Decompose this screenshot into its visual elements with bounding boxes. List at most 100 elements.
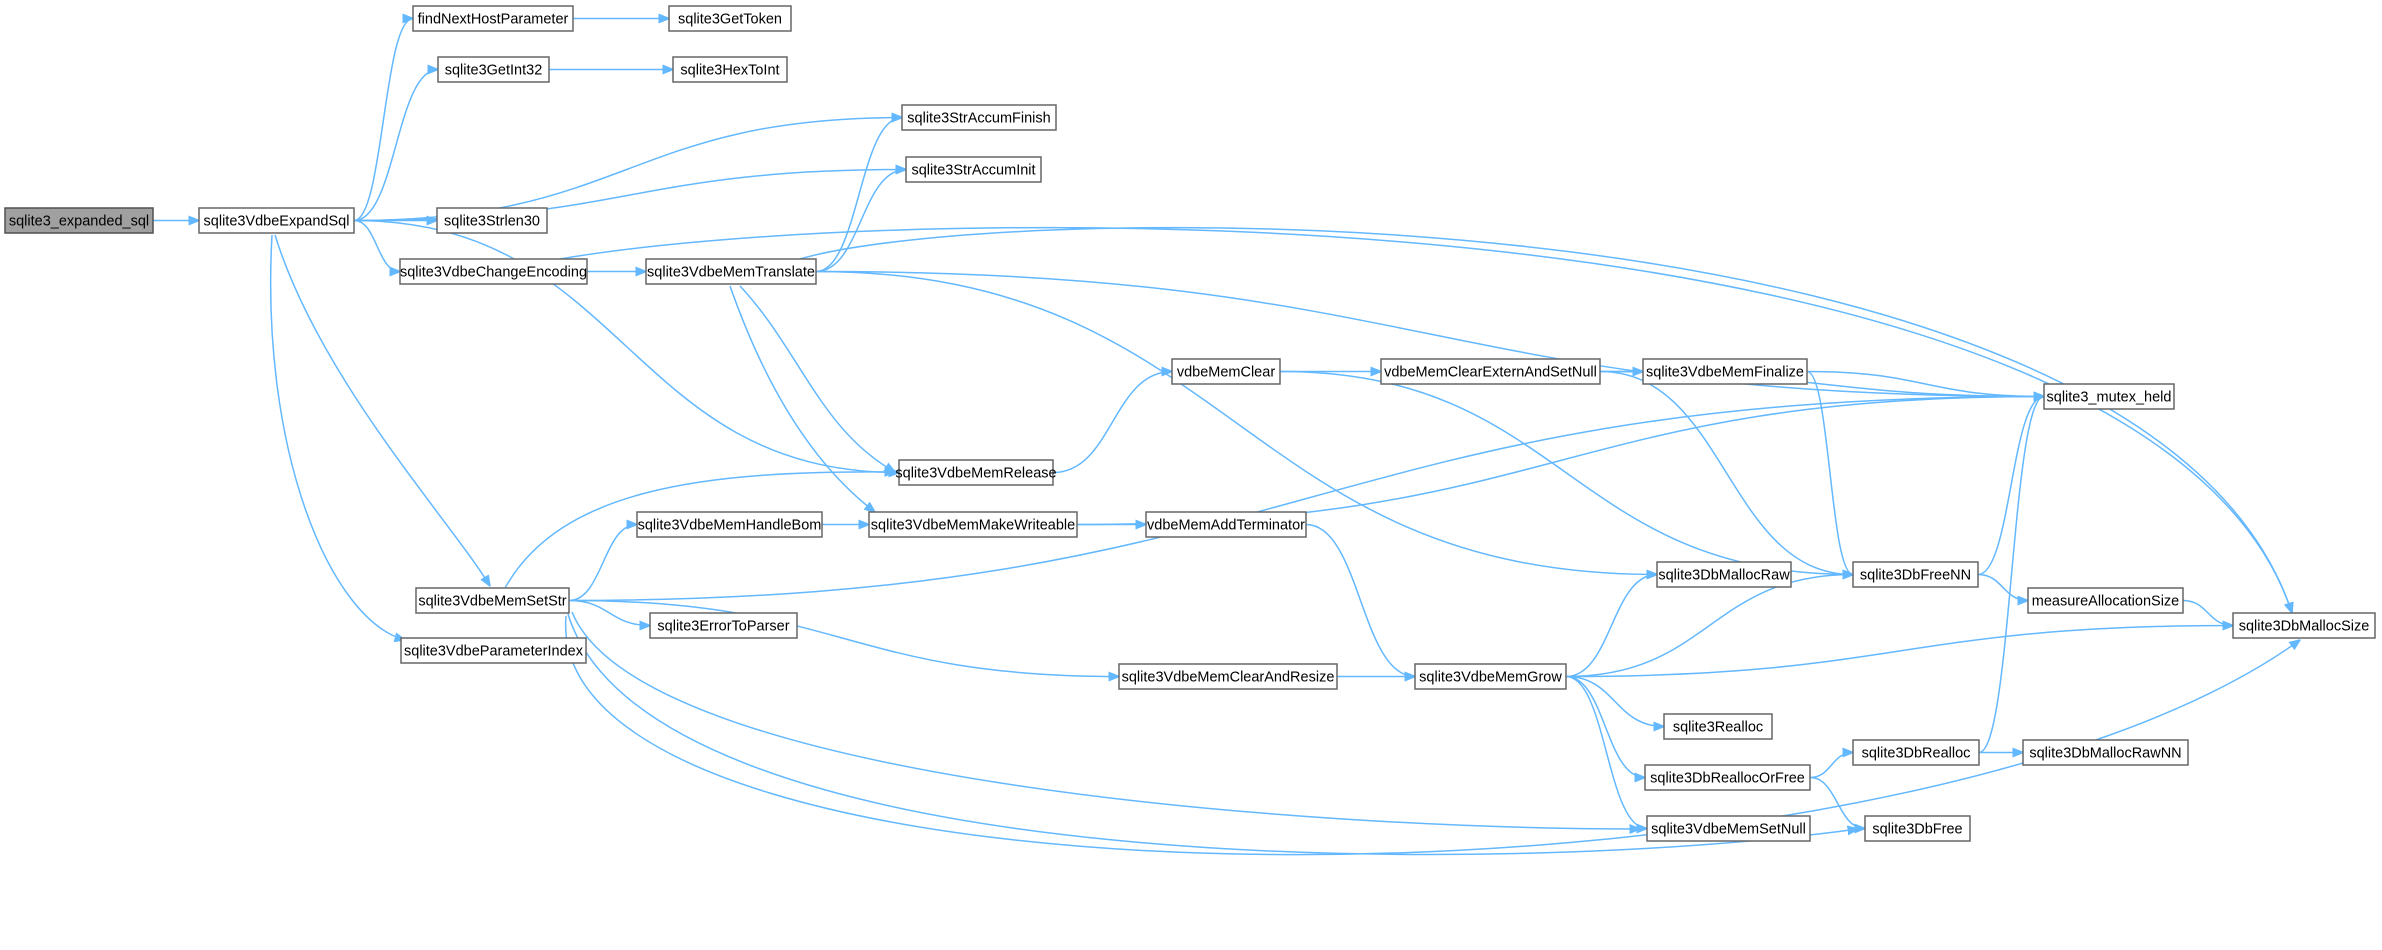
node-sqlite3-mutex-held[interactable]: sqlite3_mutex_held <box>2043 383 2175 410</box>
edge-sqlite3-vdbe-mem-make-writeable-to-sqlite3-mutex-held <box>1076 397 2044 526</box>
node-sqlite3-realloc[interactable]: sqlite3Realloc <box>1663 713 1773 740</box>
node-label: sqlite3StrAccumFinish <box>907 111 1050 127</box>
edge-sqlite3-vdbe-mem-set-str-to-sqlite3-db-malloc-size <box>565 615 2300 856</box>
node-sqlite3-db-realloc-or-free[interactable]: sqlite3DbReallocOrFree <box>1644 764 1811 791</box>
edge-sqlite3-vdbe-expand-sql-to-sqlite3-vdbe-change-encoding <box>353 219 400 272</box>
edge-sqlite3-vdbe-expand-sql-to-sqlite3-vdbe-mem-release <box>353 219 899 473</box>
node-box <box>415 587 570 614</box>
node-box <box>905 156 1042 183</box>
node-sqlite3-vdbe-mem-finalize[interactable]: sqlite3VdbeMemFinalize <box>1642 358 1808 385</box>
node-label: sqlite3StrAccumInit <box>911 163 1035 179</box>
edge-sqlite3-vdbe-mem-grow-to-sqlite3-db-malloc-raw <box>1565 575 1657 678</box>
node-label: sqlite3GetInt32 <box>445 63 543 79</box>
node-label: sqlite3_mutex_held <box>2047 390 2172 406</box>
node-sqlite3-db-free[interactable]: sqlite3DbFree <box>1864 815 1971 842</box>
node-sqlite3-vdbe-mem-release[interactable]: sqlite3VdbeMemRelease <box>895 459 1057 486</box>
node-label: vdbeMemClearExternAndSetNull <box>1384 365 1597 381</box>
edge-sqlite3-vdbe-mem-grow-to-sqlite3-realloc <box>1565 675 1664 727</box>
node-sqlite3-vdbe-mem-clear-and-resize[interactable]: sqlite3VdbeMemClearAndResize <box>1118 663 1338 690</box>
node-sqlite3-vdbe-change-encoding[interactable]: sqlite3VdbeChangeEncoding <box>399 258 588 285</box>
edge-sqlite3-vdbe-mem-grow-to-sqlite3-db-free-nn <box>1565 575 1853 678</box>
edge-sqlite3-vdbe-expand-sql-to-find-next-host-parameter <box>353 19 413 222</box>
node-label: sqlite3VdbeParameterIndex <box>404 644 584 660</box>
node-box <box>649 612 798 639</box>
node-sqlite3-vdbe-mem-handle-bom[interactable]: sqlite3VdbeMemHandleBom <box>636 511 823 538</box>
node-vdbe-mem-clear[interactable]: vdbeMemClear <box>1171 358 1281 385</box>
edge-sqlite3-vdbe-expand-sql-to-sqlite3-vdbe-mem-set-str <box>274 234 490 586</box>
node-label: sqlite3VdbeMemSetStr <box>418 594 566 610</box>
node-label: sqlite3DbMallocRaw <box>1658 568 1790 584</box>
node-vdbe-mem-add-terminator[interactable]: vdbeMemAddTerminator <box>1145 511 1307 538</box>
node-sqlite3-strlen30[interactable]: sqlite3Strlen30 <box>436 207 548 234</box>
node-sqlite3-vdbe-mem-translate[interactable]: sqlite3VdbeMemTranslate <box>645 258 817 285</box>
node-label: sqlite3DbFree <box>1872 822 1962 838</box>
node-label: findNextHostParameter <box>418 12 569 28</box>
edge-sqlite3-vdbe-mem-translate-to-sqlite3-db-malloc-size <box>799 226 2292 613</box>
edge-sqlite3-vdbe-mem-grow-to-sqlite3-db-realloc-or-free <box>1565 675 1645 778</box>
node-sqlite3-db-malloc-raw-nn[interactable]: sqlite3DbMallocRawNN <box>2022 739 2189 766</box>
node-label: sqlite3VdbeMemFinalize <box>1646 365 1804 381</box>
node-label: sqlite3VdbeMemRelease <box>895 466 1056 482</box>
edge-sqlite3-vdbe-expand-sql-to-sqlite3-str-accum-finish <box>353 118 902 222</box>
node-sqlite3-error-to-parser[interactable]: sqlite3ErrorToParser <box>649 612 798 639</box>
node-label: sqlite3VdbeMemHandleBom <box>638 518 822 534</box>
node-sqlite3-vdbe-mem-set-str[interactable]: sqlite3VdbeMemSetStr <box>415 587 570 614</box>
node-sqlite3-expanded-sql[interactable]: sqlite3_expanded_sql <box>4 207 154 234</box>
node-box <box>2022 739 2189 766</box>
node-box <box>901 104 1057 131</box>
node-box <box>1864 815 1971 842</box>
node-label: sqlite3ErrorToParser <box>657 619 789 635</box>
edge-sqlite3-vdbe-expand-sql-to-sqlite3-vdbe-parameter-index <box>269 234 405 640</box>
node-sqlite3-get-token[interactable]: sqlite3GetToken <box>668 5 792 32</box>
node-measure-allocation-size[interactable]: measureAllocationSize <box>2027 587 2184 614</box>
edge-sqlite3-vdbe-mem-set-str-to-sqlite3-vdbe-mem-set-null <box>571 611 1640 829</box>
node-label: sqlite3DbFreeNN <box>1860 568 1971 584</box>
node-sqlite3-vdbe-mem-make-writeable[interactable]: sqlite3VdbeMemMakeWriteable <box>868 511 1078 538</box>
edge-sqlite3-vdbe-mem-translate-to-sqlite3-vdbe-mem-release <box>739 285 895 472</box>
node-box <box>1380 358 1601 385</box>
node-sqlite3-db-malloc-size[interactable]: sqlite3DbMallocSize <box>2232 612 2376 639</box>
node-sqlite3-str-accum-finish[interactable]: sqlite3StrAccumFinish <box>901 104 1057 131</box>
node-sqlite3-hex-to-int[interactable]: sqlite3HexToInt <box>672 56 788 83</box>
node-sqlite3-db-malloc-raw[interactable]: sqlite3DbMallocRaw <box>1656 561 1792 588</box>
edge-sqlite3-db-realloc-to-sqlite3-mutex-held <box>1978 397 2044 754</box>
node-label: sqlite3VdbeChangeEncoding <box>400 265 587 281</box>
node-box <box>437 56 550 83</box>
edge-sqlite3-vdbe-mem-finalize-to-sqlite3-db-free-nn <box>1806 370 1853 575</box>
nodes-layer: sqlite3_expanded_sql sqlite3VdbeExpandSql… <box>4 5 2376 842</box>
node-label: vdbeMemAddTerminator <box>1147 518 1305 534</box>
edge-sqlite3-db-free-nn-to-sqlite3-mutex-held <box>1977 397 2044 576</box>
node-box <box>636 511 823 538</box>
node-label: sqlite3_expanded_sql <box>9 214 149 230</box>
node-sqlite3-str-accum-init[interactable]: sqlite3StrAccumInit <box>905 156 1042 183</box>
edge-sqlite3-vdbe-mem-set-str-to-sqlite3-error-to-parser <box>568 599 650 626</box>
node-label: sqlite3VdbeMemTranslate <box>647 265 815 281</box>
edge-sqlite3-db-free-nn-to-measure-allocation-size <box>1977 573 2028 601</box>
edges-layer <box>153 19 2300 856</box>
edge-sqlite3-vdbe-change-encoding-to-sqlite3-mutex-held <box>559 226 2292 613</box>
node-label: sqlite3HexToInt <box>680 63 779 79</box>
node-find-next-host-parameter[interactable]: findNextHostParameter <box>412 5 574 32</box>
node-sqlite3-db-free-nn[interactable]: sqlite3DbFreeNN <box>1852 561 1979 588</box>
node-sqlite3-db-realloc[interactable]: sqlite3DbRealloc <box>1852 739 1980 766</box>
node-sqlite3-vdbe-expand-sql[interactable]: sqlite3VdbeExpandSql <box>198 207 355 234</box>
edge-sqlite3-db-realloc-or-free-to-sqlite3-db-realloc <box>1809 753 1853 779</box>
node-box <box>898 459 1054 486</box>
node-sqlite3-get-int32[interactable]: sqlite3GetInt32 <box>437 56 550 83</box>
node-label: sqlite3DbMallocRawNN <box>2029 746 2181 762</box>
node-sqlite3-vdbe-mem-grow[interactable]: sqlite3VdbeMemGrow <box>1414 663 1567 690</box>
edge-sqlite3-vdbe-mem-translate-to-sqlite3-str-accum-init <box>815 170 906 273</box>
node-sqlite3-vdbe-parameter-index[interactable]: sqlite3VdbeParameterIndex <box>400 637 587 664</box>
node-box <box>436 207 548 234</box>
node-box <box>1646 815 1811 842</box>
node-sqlite3-vdbe-mem-set-null[interactable]: sqlite3VdbeMemSetNull <box>1646 815 1811 842</box>
node-box <box>1171 358 1281 385</box>
edge-vdbe-mem-clear-to-sqlite3-db-free-nn <box>1279 370 1853 575</box>
node-box <box>1663 713 1773 740</box>
node-label: measureAllocationSize <box>2032 594 2180 610</box>
node-box <box>400 637 587 664</box>
node-box <box>645 258 817 285</box>
node-vdbe-mem-clear-extern-and-set-null[interactable]: vdbeMemClearExternAndSetNull <box>1380 358 1601 385</box>
node-label: sqlite3DbReallocOrFree <box>1650 771 1805 787</box>
